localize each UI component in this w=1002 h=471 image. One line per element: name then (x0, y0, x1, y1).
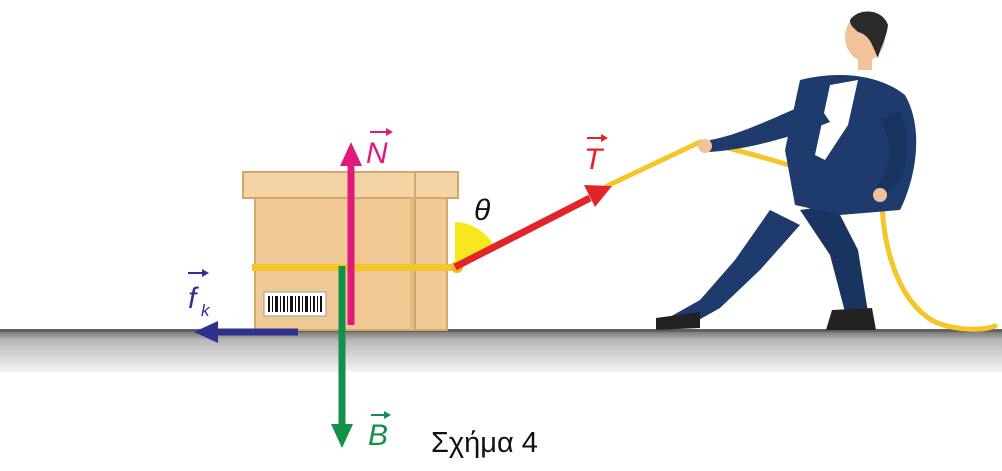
friction-force-label: f k (188, 269, 211, 320)
svg-text:N: N (366, 137, 388, 170)
ground (0, 330, 1002, 372)
svg-text:B: B (368, 419, 388, 452)
svg-text:f: f (188, 282, 199, 315)
normal-force-vector (340, 142, 362, 325)
ground-line (0, 329, 1002, 332)
box-strap (252, 264, 458, 271)
tension-force-label: T (584, 134, 608, 176)
angle-label: θ (474, 194, 491, 227)
angle-arc (455, 222, 494, 267)
weight-force-label: B (368, 411, 391, 452)
svg-text:T: T (584, 143, 605, 176)
svg-text:k: k (201, 301, 211, 320)
friction-force-vector (194, 321, 298, 343)
figure-caption: Σχήμα 4 (431, 427, 538, 459)
normal-force-label: N (366, 128, 393, 170)
barcode-label (263, 291, 327, 317)
man-figure (656, 11, 917, 330)
weight-force-vector (331, 266, 353, 448)
tension-force-vector (453, 185, 612, 271)
